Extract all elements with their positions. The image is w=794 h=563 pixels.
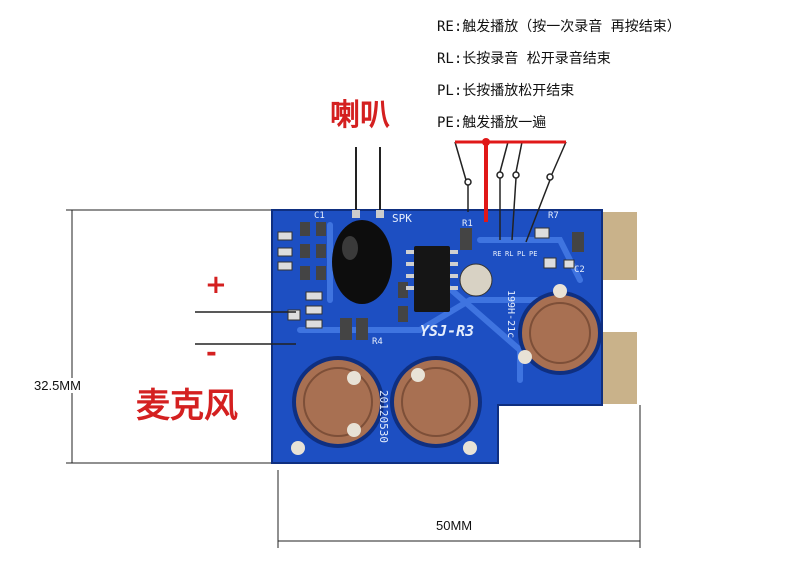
width-dimension-label: 50MM	[436, 518, 473, 533]
smd-components	[277, 222, 584, 340]
ic-chip	[406, 246, 458, 312]
battery-pad-right	[518, 291, 602, 375]
battery-pad-left	[292, 356, 384, 448]
silk-r7: R7	[548, 211, 559, 221]
gold-pad-top-right	[597, 212, 637, 280]
resonator	[459, 263, 493, 297]
legend-re: RE:触发播放（按一次录音 再按结束）	[437, 19, 681, 35]
silk-r4: R4	[372, 337, 383, 347]
silk-pin-pl: PL	[517, 250, 525, 258]
mic-leads	[195, 311, 296, 345]
silk-c2: C2	[574, 265, 585, 275]
red-common-trace	[455, 138, 566, 222]
legend-pe: PE:触发播放一遍	[437, 115, 547, 131]
silk-part-code: 199H-21c	[505, 290, 516, 338]
height-dimension-label: 32.5MM	[34, 378, 81, 393]
speaker-wires	[355, 147, 381, 215]
plus-sign: +	[205, 270, 227, 300]
mic-label: 麦克风	[136, 386, 238, 426]
silk-date-code: 20120530	[377, 390, 390, 443]
battery-pad-middle	[390, 356, 482, 448]
gold-pad-bottom-right	[597, 332, 637, 404]
microphone-capsule	[332, 220, 392, 304]
silk-pin-rl: RL	[505, 250, 513, 258]
silk-spk: SPK	[392, 212, 412, 225]
silk-c1: C1	[314, 211, 325, 221]
silk-pin-re: RE	[493, 250, 501, 258]
minus-sign: -	[206, 338, 217, 368]
legend-rl: RL:长按录音 松开录音结束	[437, 51, 611, 67]
legend-pl: PL:长按播放松开结束	[437, 83, 575, 99]
silk-r1: R1	[462, 219, 473, 229]
speaker-label: 喇叭	[330, 98, 390, 133]
copper-pads	[291, 284, 602, 455]
dimension-lines	[66, 209, 641, 548]
silk-pin-pe: PE	[529, 250, 537, 258]
silk-model: YSJ-R3	[420, 322, 474, 340]
